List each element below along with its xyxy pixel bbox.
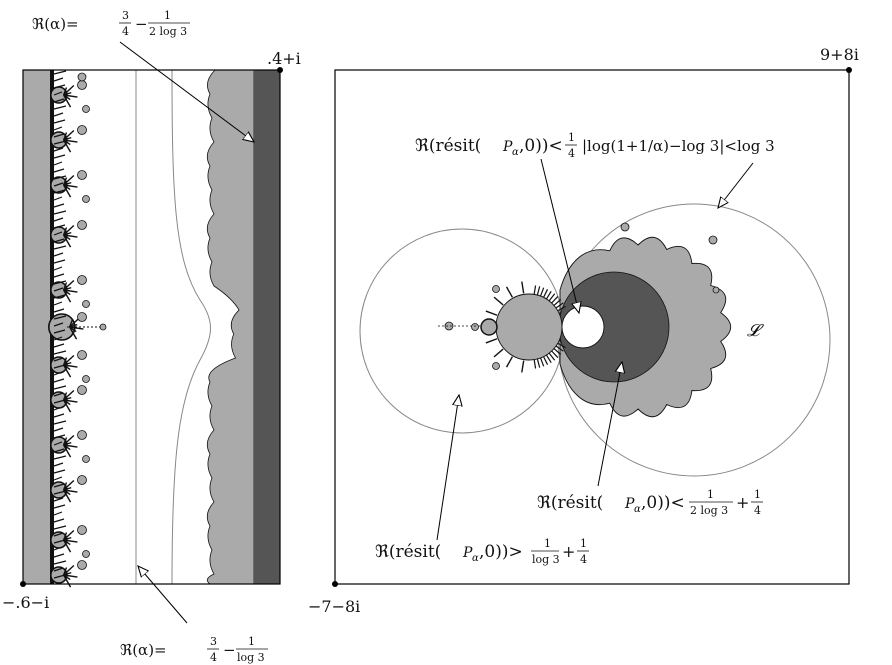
label-left-sub-idx: α bbox=[472, 553, 479, 564]
label-top-frac1-den: 4 bbox=[122, 25, 129, 38]
label-dark-frac2-den: 4 bbox=[754, 504, 761, 517]
left-corner-dot-tr bbox=[277, 67, 283, 73]
label-small-sub-idx: α bbox=[512, 147, 519, 158]
label-small-mid: ,0))< bbox=[519, 136, 563, 156]
right-panel bbox=[332, 67, 852, 587]
label-left-mid: ,0))> bbox=[479, 542, 523, 562]
arrow-left-circle bbox=[436, 395, 459, 541]
label-bottom-frac1-num: 3 bbox=[210, 635, 217, 648]
right-fractal-decorations bbox=[438, 222, 720, 373]
left-gray-scalloped-region bbox=[206, 69, 255, 585]
label-small-frac-num: 1 bbox=[568, 131, 575, 144]
left-fractal-filament bbox=[47, 70, 107, 588]
label-top-frac2-num: 1 bbox=[164, 9, 171, 22]
label-dark-sub-idx: α bbox=[634, 504, 641, 515]
label-dark-prefix: ℜ(résit( bbox=[537, 493, 603, 513]
right-corner-dot-tr bbox=[846, 67, 852, 73]
set-label-L: 𝓛 bbox=[747, 321, 764, 341]
label-small-sub: P bbox=[502, 139, 513, 155]
arrow-dark-disk bbox=[597, 362, 622, 487]
label-bottom-frac1-den: 4 bbox=[210, 651, 217, 664]
label-left-sub: P bbox=[462, 545, 473, 561]
label-top-frac1-num: 3 bbox=[122, 9, 129, 22]
label-top-prefix: ℜ(α)= bbox=[32, 15, 79, 33]
label-dark-frac2-num: 1 bbox=[754, 488, 761, 501]
label-left-circle: ℜ(résit( P α ,0))> 1 log 3 + 1 4 bbox=[375, 537, 589, 566]
right-corner-label-bl: −7−8i bbox=[308, 597, 360, 616]
label-dark-sub: P bbox=[624, 496, 635, 512]
label-dark-mid: ,0))< bbox=[641, 493, 685, 513]
right-frame bbox=[334, 69, 850, 585]
label-left-prefix: ℜ(résit( bbox=[375, 542, 441, 562]
label-re-alpha-top: ℜ(α)= 3 4 − 1 2 log 3 bbox=[32, 9, 190, 38]
label-dark-disk: ℜ(résit( P α ,0))< 1 2 log 3 + 1 4 bbox=[537, 488, 763, 517]
left-corner-dot-bl bbox=[20, 581, 26, 587]
label-left-frac2-num: 1 bbox=[580, 537, 587, 550]
label-dark-frac1-num: 1 bbox=[707, 488, 714, 501]
label-dark-plus: + bbox=[736, 493, 749, 512]
label-left-frac1-num: 1 bbox=[544, 537, 551, 550]
label-re-alpha-bottom: ℜ(α)= 3 4 − 1 log 3 bbox=[120, 635, 268, 664]
label-left-plus: + bbox=[562, 542, 575, 561]
label-top-frac2-den: 2 log 3 bbox=[149, 25, 187, 38]
label-small-frac-den: 4 bbox=[568, 147, 575, 160]
label-top-minus: − bbox=[135, 15, 148, 33]
label-small-disk: ℜ(résit( P α ,0))< 1 4 bbox=[415, 131, 577, 160]
right-corner-dot-bl bbox=[332, 581, 338, 587]
arrow-small-disk bbox=[540, 158, 579, 313]
right-corner-label-tr: 9+8i bbox=[820, 45, 859, 64]
label-small-prefix: ℜ(résit( bbox=[415, 136, 481, 156]
left-dark-strip bbox=[254, 70, 280, 584]
arrow-bottom-label bbox=[138, 566, 188, 624]
left-gray-strip bbox=[23, 70, 50, 584]
label-left-frac1-den: log 3 bbox=[532, 553, 560, 566]
curve-re-alpha-2log3 bbox=[171, 69, 211, 585]
gray-disk bbox=[495, 293, 563, 361]
label-bottom-prefix: ℜ(α)= bbox=[120, 641, 167, 659]
label-bottom-minus: − bbox=[223, 641, 236, 659]
label-bottom-frac2-num: 1 bbox=[248, 635, 255, 648]
arrow-top-label bbox=[119, 41, 254, 142]
label-bottom-frac2-den: log 3 bbox=[237, 651, 265, 664]
label-left-frac2-den: 4 bbox=[580, 553, 587, 566]
left-corner-label-bl: −.6−i bbox=[2, 593, 49, 612]
left-frame bbox=[22, 69, 281, 585]
left-corner-label-tr: .4+i bbox=[267, 49, 301, 68]
white-disk bbox=[561, 305, 605, 349]
left-panel bbox=[20, 67, 283, 588]
label-log-circle: |log(1+1/α)−log 3|<log 3 bbox=[582, 137, 775, 155]
label-dark-frac1-den: 2 log 3 bbox=[690, 504, 728, 517]
arrow-log-circle bbox=[718, 162, 754, 208]
